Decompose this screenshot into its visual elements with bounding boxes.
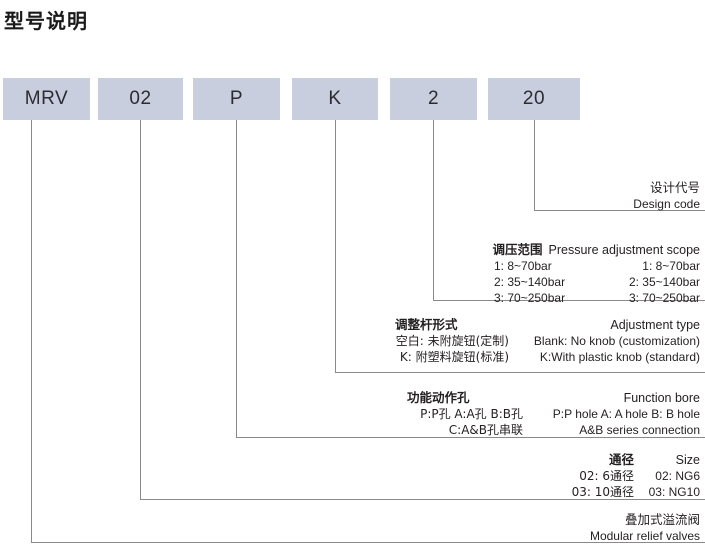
annotation-function-bore: 功能动作孔 Function bore P:P孔 A:A孔 B:B孔 P:P hol… — [302, 390, 700, 438]
annotation-function-bore-en-2: A&B series connection — [579, 423, 700, 437]
annotation-pressure-en-3: 3: 70~250bar — [628, 291, 700, 305]
leader-vline-function-bore — [236, 120, 237, 438]
annotation-function-bore-en-1: P:P hole A: A hole B: B hole — [552, 407, 700, 421]
leader-vline-product-type — [31, 120, 32, 543]
annotation-size-cn-2: 03: 10通径 — [571, 485, 634, 499]
annotation-adjustment-heading-cn: 调整杆形式 — [395, 317, 458, 332]
annotation-size: 通径 Size 02: 6通径 02: NG6 03: 10通径 03: NG10 — [542, 452, 700, 500]
annotation-pressure-cn-1: 1: 8~70bar — [494, 259, 552, 273]
annotation-size-cn-1: 02: 6通径 — [579, 469, 634, 483]
leader-hline-pressure — [433, 300, 705, 301]
leader-hline-size — [140, 499, 705, 500]
code-box-design-code[interactable]: 20 — [488, 78, 580, 120]
annotation-function-bore-heading-cn: 功能动作孔 — [407, 390, 470, 405]
leader-vline-pressure — [433, 120, 434, 301]
annotation-pressure-cn-2: 2: 35~140bar — [494, 275, 566, 289]
annotation-pressure-heading-en: Pressure adjustment scope — [548, 243, 700, 257]
code-box-function-bore[interactable]: P — [193, 78, 280, 120]
annotation-adjustment-en-2: K:With plastic knob (standard) — [539, 350, 700, 364]
annotation-pressure-en-2: 2: 35~140bar — [628, 275, 700, 289]
annotation-design-code-heading-en: Design code — [633, 197, 700, 211]
annotation-pressure-adjustment-scope: 调压范围 Pressure adjustment scope 1: 8~70bar… — [424, 242, 700, 306]
code-box-pressure[interactable]: 2 — [390, 78, 477, 120]
annotation-size-heading-en: Size — [675, 453, 700, 467]
leader-vline-size — [140, 120, 141, 500]
annotation-adjustment-heading-en: Adjustment type — [610, 318, 700, 332]
annotation-adjustment-cn-1: 空白: 未附旋钮(定制) — [395, 334, 509, 348]
leader-vline-design-code — [534, 120, 535, 211]
leader-vline-adjustment-type — [335, 120, 336, 373]
code-box-size[interactable]: 02 — [98, 78, 183, 120]
code-box-adjust-type[interactable]: K — [292, 78, 378, 120]
annotation-pressure-en-1: 1: 8~70bar — [642, 259, 700, 273]
leader-hline-product-type — [31, 542, 705, 543]
code-box-series[interactable]: MRV — [3, 78, 90, 120]
annotation-size-en-1: 02: NG6 — [655, 469, 700, 483]
annotation-size-en-2: 03: NG10 — [648, 485, 700, 499]
annotation-adjustment-type: 调整杆形式 Adjustment type 空白: 未附旋钮(定制) Blank: … — [315, 317, 700, 365]
annotation-product-type-heading-en: Modular relief valves — [589, 529, 700, 543]
annotation-pressure-cn-3: 3: 70~250bar — [494, 291, 566, 305]
annotation-function-bore-cn-2: C:A&B孔串联 — [448, 423, 523, 437]
annotation-design-code-heading-cn: 设计代号 — [649, 180, 700, 195]
annotation-design-code: 设计代号 Design code — [633, 180, 700, 212]
annotation-pressure-heading-cn: 调压范围 — [492, 242, 543, 257]
annotation-adjustment-en-1: Blank: No knob (customization) — [533, 334, 700, 348]
annotation-function-bore-cn-1: P:P孔 A:A孔 B:B孔 — [420, 407, 523, 421]
annotation-size-heading-cn: 通径 — [608, 452, 634, 467]
leader-hline-adjustment-type — [335, 372, 705, 373]
annotation-product-type-heading-cn: 叠加式溢流阀 — [624, 512, 700, 527]
page-title: 型号说明 — [4, 9, 88, 33]
annotation-function-bore-heading-en: Function bore — [623, 391, 700, 405]
annotation-product-type: 叠加式溢流阀 Modular relief valves — [590, 512, 700, 544]
annotation-adjustment-cn-2: K: 附塑料旋钮(标准) — [399, 350, 509, 364]
leader-hline-function-bore — [236, 437, 705, 438]
leader-hline-design-code — [534, 210, 705, 211]
